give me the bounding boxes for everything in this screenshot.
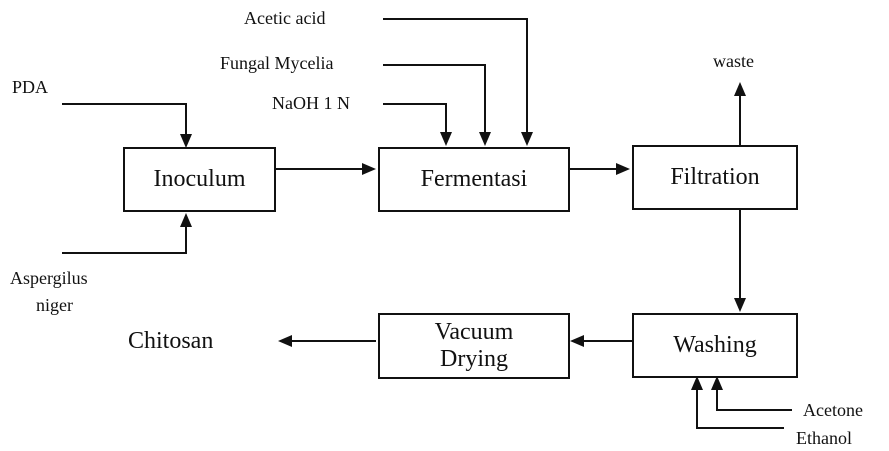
inoculum-to-fermentasi-arrowhead bbox=[362, 163, 376, 175]
naoh-arrowhead bbox=[440, 132, 452, 146]
filtration-to-washing-arrowhead bbox=[734, 298, 746, 312]
fermentasi-box: Fermentasi bbox=[378, 147, 570, 212]
aspergilus-label-line1: Aspergilus bbox=[10, 268, 88, 288]
acetone-connector bbox=[716, 388, 792, 411]
chitosan-label: Chitosan bbox=[128, 328, 214, 354]
acetic-acid-arrowhead bbox=[521, 132, 533, 146]
fungal-mycelia-arrowhead bbox=[479, 132, 491, 146]
filtration-label: Filtration bbox=[670, 164, 760, 190]
washing-to-drying-arrowhead bbox=[570, 335, 584, 347]
fungal-mycelia-label: Fungal Mycelia bbox=[220, 53, 334, 73]
pda-connector bbox=[62, 103, 187, 138]
acetic-acid-label: Acetic acid bbox=[244, 8, 326, 28]
vacuum-drying-box: Vacuum Drying bbox=[378, 313, 570, 379]
aspergilus-arrowhead bbox=[180, 213, 192, 227]
naoh-label: NaOH 1 N bbox=[272, 93, 350, 113]
ethanol-arrowhead bbox=[691, 376, 703, 390]
washing-label: Washing bbox=[673, 332, 757, 358]
ethanol-label: Ethanol bbox=[796, 428, 852, 448]
fermentasi-label: Fermentasi bbox=[420, 166, 528, 192]
aspergilus-label-line2: niger bbox=[36, 295, 73, 315]
vacuum-drying-label: Vacuum Drying bbox=[434, 319, 514, 372]
fermentasi-to-filtration-arrowhead bbox=[616, 163, 630, 175]
acetone-label: Acetone bbox=[803, 400, 863, 420]
washing-box: Washing bbox=[632, 313, 798, 378]
aspergilus-connector bbox=[62, 224, 187, 254]
inoculum-label: Inoculum bbox=[153, 166, 246, 192]
pda-label: PDA bbox=[12, 77, 49, 97]
naoh-connector bbox=[383, 103, 447, 136]
drying-to-chitosan-arrowhead bbox=[278, 335, 292, 347]
pda-arrowhead bbox=[180, 134, 192, 148]
filtration-box: Filtration bbox=[632, 145, 798, 210]
acetic-acid-connector bbox=[383, 18, 528, 136]
inoculum-box: Inoculum bbox=[123, 147, 276, 212]
filtration-to-waste-arrowhead bbox=[734, 82, 746, 96]
ethanol-connector bbox=[696, 388, 784, 429]
fungal-mycelia-connector bbox=[383, 64, 486, 136]
acetone-arrowhead bbox=[711, 376, 723, 390]
waste-label: waste bbox=[713, 51, 754, 71]
